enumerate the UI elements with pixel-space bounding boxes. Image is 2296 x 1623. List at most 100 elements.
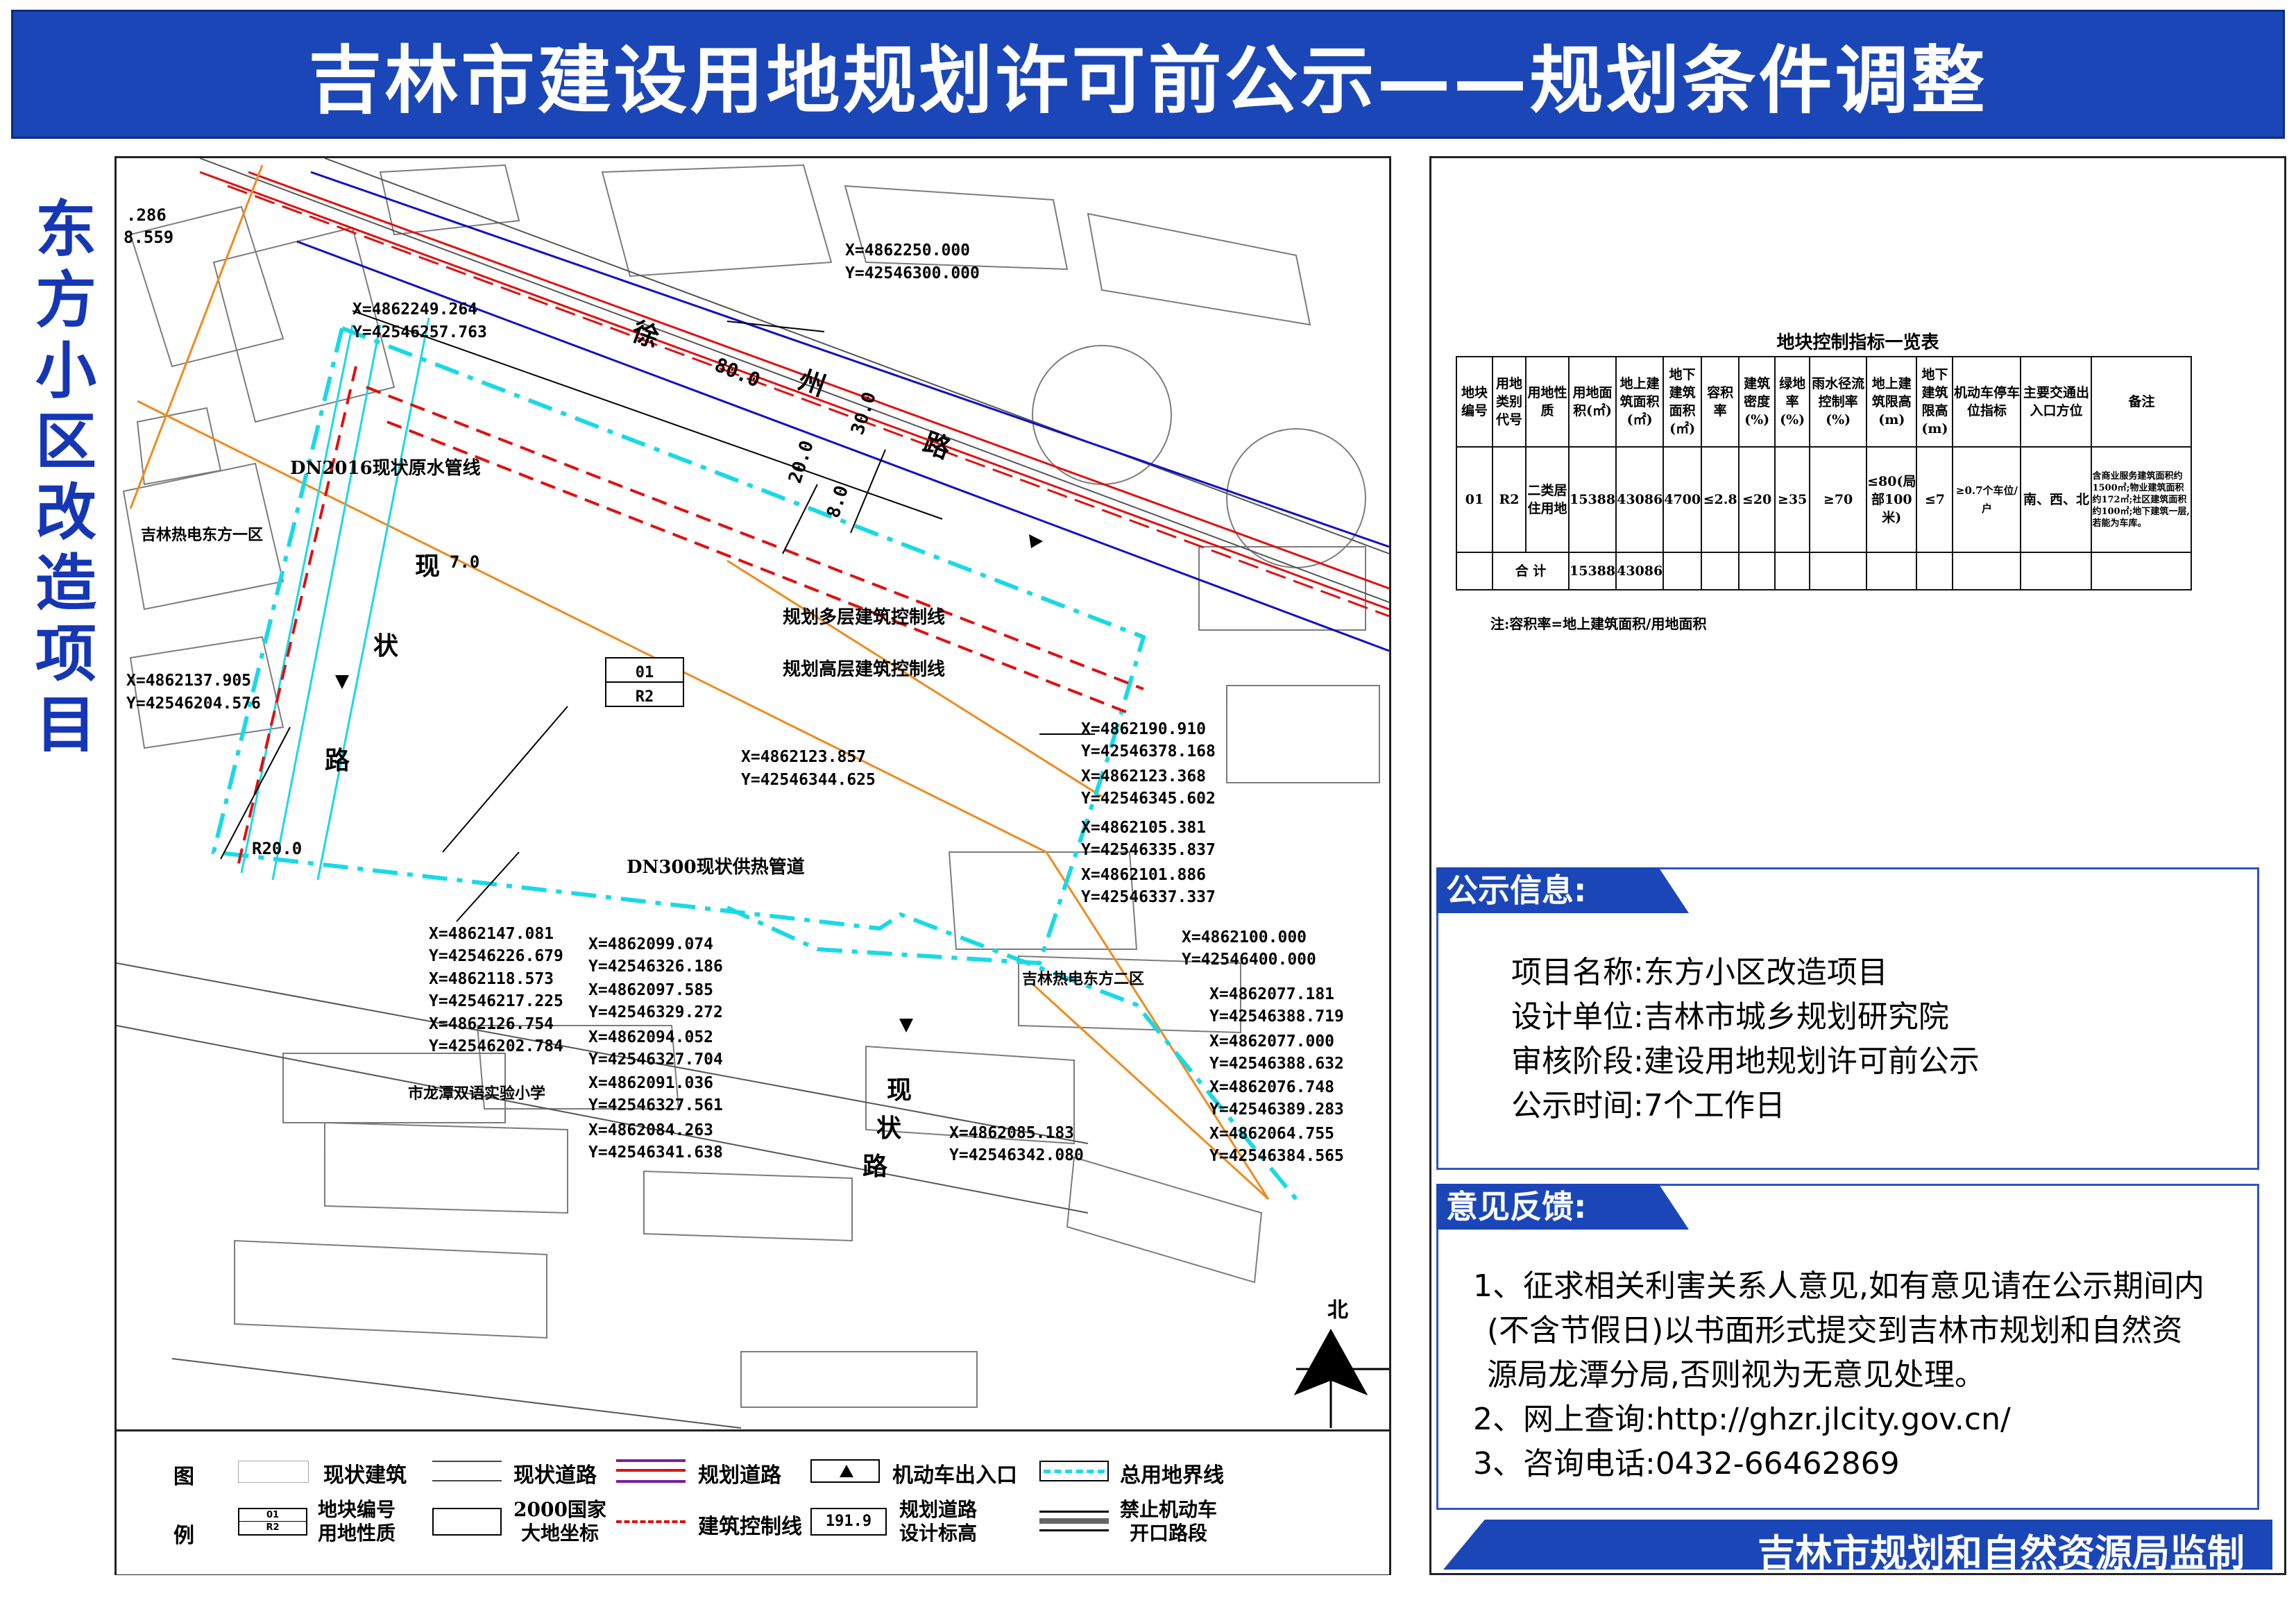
vehicle-entries xyxy=(335,534,1043,1033)
legend-swatch-building xyxy=(238,1461,309,1483)
label-multistory-line: 规划多层建筑控制线 xyxy=(783,606,945,628)
coord-r7-y: Y=42546388.632 xyxy=(1209,1055,1344,1073)
th-runoff: 雨水径流控制率(%) xyxy=(1809,356,1868,448)
legend-existing-building: 现状建筑 xyxy=(323,1463,407,1488)
legend-sample-r2: R2 xyxy=(266,1522,280,1533)
th-density: 建筑密度(%) xyxy=(1738,356,1776,448)
north-arrow xyxy=(1293,1328,1389,1428)
legend-swatch-geodetic xyxy=(432,1508,502,1536)
label-highrise-line: 规划高层建筑控制线 xyxy=(783,658,945,680)
place-east1: 吉林热电东方一区 xyxy=(141,526,263,544)
legend-parcel-code-1: 地块编号 xyxy=(318,1498,396,1521)
coord-top-left-x: X=4862249.264 xyxy=(352,300,477,318)
coord-r6-x: X=4862077.181 xyxy=(1209,985,1334,1003)
coord-s4-y: Y=42546327.561 xyxy=(588,1096,723,1114)
control-table-header-row: 地块编号 用地类别代号 用地性质 用地面积(㎡) 地上建筑面积(㎡) 地下建筑面… xyxy=(1456,356,2193,448)
feedback-line-4[interactable]: 2、网上查询:http://ghzr.jlcity.gov.cn/ xyxy=(1473,1402,2011,1437)
coord-w2-y: Y=42546217.225 xyxy=(429,992,563,1010)
legend-existing-road: 现状道路 xyxy=(513,1463,597,1488)
th-parcel-no: 地块编号 xyxy=(1456,356,1493,448)
coord-r1-x: X=4862190.910 xyxy=(1081,720,1206,738)
road-centerlines xyxy=(199,171,1389,652)
coord-w2-x: X=4862118.573 xyxy=(429,970,554,988)
coord-mid-y: Y=42546344.625 xyxy=(741,771,876,789)
feedback-panel: 意见反馈: 1、征求相关利害关系人意见,如有意见请在公示期间内 (不含节假日)以… xyxy=(1436,1184,2259,1510)
td-density: ≤20 xyxy=(1738,446,1776,553)
coord-r9-y: Y=42546384.565 xyxy=(1209,1147,1344,1165)
parcel-label: 01 R2 xyxy=(605,657,684,707)
td-land-area: 15388 xyxy=(1567,446,1617,553)
legend-control-line: 建筑控制线 xyxy=(698,1515,802,1539)
footer-issuer: 吉林市规划和自然资源局监制 xyxy=(1758,1531,2245,1575)
coord-top-left-y: Y=42546257.763 xyxy=(352,323,487,341)
coord-w1-y: Y=42546226.679 xyxy=(429,947,563,965)
td-runoff: ≥70 xyxy=(1809,446,1868,553)
td-land-use: 二类居住用地 xyxy=(1525,446,1570,553)
label-water-pipe: DN2016现状原水管线 xyxy=(290,458,481,479)
road-dimension-lines xyxy=(352,310,943,554)
planned-road-lines xyxy=(240,317,430,881)
td-green: ≥35 xyxy=(1774,446,1811,553)
west-road-label-1: 现 xyxy=(415,552,440,581)
coord-s5-x: X=4862084.263 xyxy=(588,1121,713,1139)
coord-r3-x: X=4862105.381 xyxy=(1081,819,1206,837)
th-below-area: 地下建筑面积(㎡) xyxy=(1663,356,1703,448)
label-heat-pipe: DN300现状供热管道 xyxy=(627,856,805,878)
notice-panel: 公示信息: 项目名称:东方小区改造项目 设计单位:吉林市城乡规划研究院 审核阶段… xyxy=(1436,867,2259,1170)
control-table-title: 地块控制指标一览表 xyxy=(1776,332,1939,353)
legend-geodetic: 2000国家 大地坐标 xyxy=(513,1498,606,1545)
west-road-label-2: 状 xyxy=(373,631,399,661)
coord-r7-x: X=4862077.000 xyxy=(1209,1033,1334,1051)
td-height-limit: ≤80(局部100米) xyxy=(1866,446,1918,553)
legend-title-1: 图 xyxy=(173,1465,194,1489)
control-table-note: 注:容积率=地上建筑面积/用地面积 xyxy=(1490,615,1707,632)
coord-r6-y: Y=42546388.719 xyxy=(1209,1008,1344,1026)
coord-w1-x: X=4862147.081 xyxy=(429,925,554,943)
coord-r1-y: Y=42546378.168 xyxy=(1081,742,1216,760)
legend-swatch-entry xyxy=(810,1459,880,1483)
legend-elevation-1: 规划道路 xyxy=(899,1498,978,1521)
heat-pipeline xyxy=(129,164,1270,1200)
coord-top-x: X=4862250.000 xyxy=(845,241,970,260)
legend-swatch-control-line xyxy=(616,1520,686,1523)
map-north-label: 北 xyxy=(1327,1298,1348,1323)
existing-buildings xyxy=(122,164,1380,1408)
building-control-lines xyxy=(237,366,1144,867)
th-land-area: 用地面积(㎡) xyxy=(1567,356,1617,448)
legend-geodetic-1: 2000国家 xyxy=(513,1498,606,1521)
west-road-width: 7.0 xyxy=(450,552,479,572)
legend-elevation-2: 设计标高 xyxy=(899,1522,978,1545)
td-total-building: 43086 xyxy=(1615,552,1665,590)
coord-r2-y: Y=42546345.602 xyxy=(1081,790,1216,808)
legend-parcel-code: 地块编号 用地性质 xyxy=(318,1498,396,1545)
td-entrance: 南、西、北 xyxy=(2020,446,2093,553)
coord-w3-y: Y=42546202.784 xyxy=(429,1037,563,1055)
legend-boundary: 总用地界线 xyxy=(1120,1463,1224,1488)
coord-top-y: Y=42546300.000 xyxy=(845,264,980,282)
legend-no-opening-1: 禁止机动车 xyxy=(1120,1498,1218,1521)
control-table-total-row: 合 计 15388 43086 xyxy=(1456,552,2193,590)
control-table-row: 01 R2 二类居住用地 15388 43086 4700 ≤2.8 ≤20 ≥… xyxy=(1456,446,2193,553)
legend: 图 例 现状建筑 现状道路 规划道路 机动车出入口 总用地界线 01 R2 地块… xyxy=(117,1429,1389,1574)
legend-swatch-elevation: 191.9 xyxy=(810,1508,887,1536)
legend-vehicle-entry: 机动车出入口 xyxy=(892,1463,1017,1488)
td-remarks: 含商业服务建筑面积约1500㎡;物业建筑面积约172㎡;社区建筑面积约100㎡;… xyxy=(2091,446,2193,553)
td-below-height: ≤7 xyxy=(1916,446,1954,553)
feedback-line-1: 1、征求相关利害关系人意见,如有意见请在公示期间内 xyxy=(1473,1268,2204,1304)
legend-title-2: 例 xyxy=(173,1524,194,1548)
svg-text:01: 01 xyxy=(636,664,654,681)
coord-s6-y: Y=42546342.080 xyxy=(949,1146,1084,1164)
coord-left-mid-y: Y=42546204.576 xyxy=(126,695,261,713)
legend-sample-elev: 191.9 xyxy=(825,1513,872,1530)
legend-sample-01: 01 xyxy=(239,1509,306,1522)
coord-s2-x: X=4862097.585 xyxy=(588,981,713,999)
leader-lines xyxy=(220,321,1095,922)
notice-period: 公示时间:7个工作日 xyxy=(1511,1088,1785,1123)
coord-r5-y: Y=42546400.000 xyxy=(1182,951,1316,969)
notice-tab: 公示信息: xyxy=(1436,867,1689,913)
notice-project-name: 项目名称:东方小区改造项目 xyxy=(1511,955,1888,990)
header-banner: 吉林市建设用地规划许可前公示——规划条件调整 xyxy=(11,10,2285,139)
legend-swatch-boundary xyxy=(1039,1461,1109,1481)
coord-r4-x: X=4862101.886 xyxy=(1081,866,1206,884)
coord-s2-y: Y=42546329.272 xyxy=(588,1003,723,1021)
